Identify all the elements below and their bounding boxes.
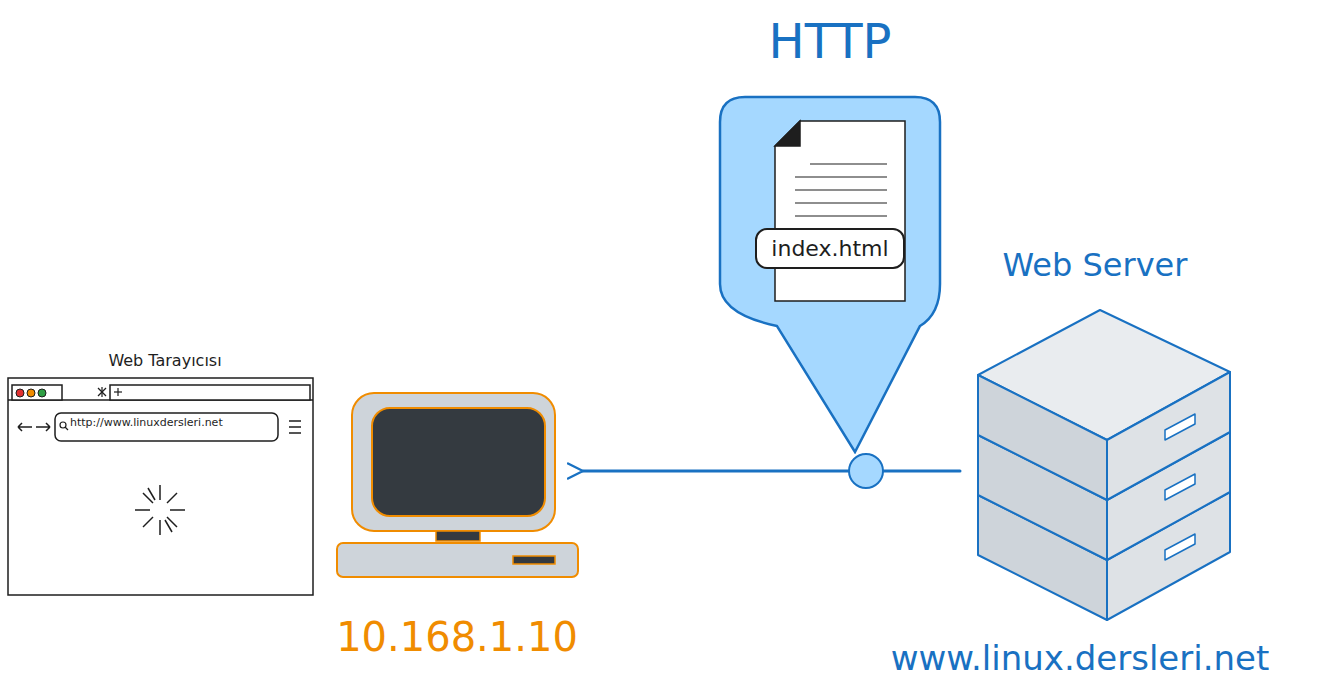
domain-name: www.linux.dersleri.net bbox=[891, 639, 1270, 678]
window-dot bbox=[27, 389, 35, 397]
server-stack bbox=[978, 310, 1230, 620]
tab bbox=[110, 385, 310, 400]
menu-icon bbox=[289, 421, 301, 433]
window-dot bbox=[38, 389, 46, 397]
forward-arrow bbox=[36, 423, 50, 431]
callout-anchor bbox=[849, 454, 883, 488]
monitor bbox=[352, 393, 555, 531]
server-unit bbox=[978, 310, 1230, 500]
http-response-arrow bbox=[583, 470, 960, 473]
ip-address: 10.168.1.10 bbox=[336, 614, 578, 660]
http-bubble: index.html HTTP bbox=[715, 14, 945, 454]
tab-star bbox=[98, 387, 106, 397]
web-server: Web Serverwww.linux.dersleri.net bbox=[960, 245, 1250, 685]
screen bbox=[372, 408, 545, 516]
browser-window: Web Tarayıcısı http://www.linuxdersleri.n… bbox=[8, 350, 314, 596]
file-label: index.html bbox=[755, 228, 904, 269]
computer: 10.168.1.10 bbox=[337, 390, 579, 668]
computer bbox=[337, 393, 578, 577]
drive-slot bbox=[513, 556, 555, 564]
back-arrow bbox=[18, 423, 32, 431]
url-text: http://www.linuxdersleri.net bbox=[70, 417, 223, 430]
tab bbox=[12, 385, 62, 400]
address-bar bbox=[55, 413, 278, 441]
node-heading: Web Tarayıcısı bbox=[108, 352, 221, 370]
window-dot bbox=[16, 389, 24, 397]
search-icon bbox=[65, 427, 68, 430]
node-heading: Web Server bbox=[1003, 247, 1188, 284]
protocol-label: HTTP bbox=[769, 14, 892, 69]
loading-spinner bbox=[135, 485, 185, 535]
monitor-neck bbox=[436, 531, 480, 541]
browser-window bbox=[8, 378, 313, 595]
document-icon bbox=[775, 121, 905, 301]
bubble-outline bbox=[720, 97, 940, 452]
file-name: index.html bbox=[771, 236, 888, 261]
browser-frame bbox=[8, 378, 313, 595]
computer-base bbox=[337, 543, 578, 577]
new-tab-plus bbox=[114, 388, 122, 396]
